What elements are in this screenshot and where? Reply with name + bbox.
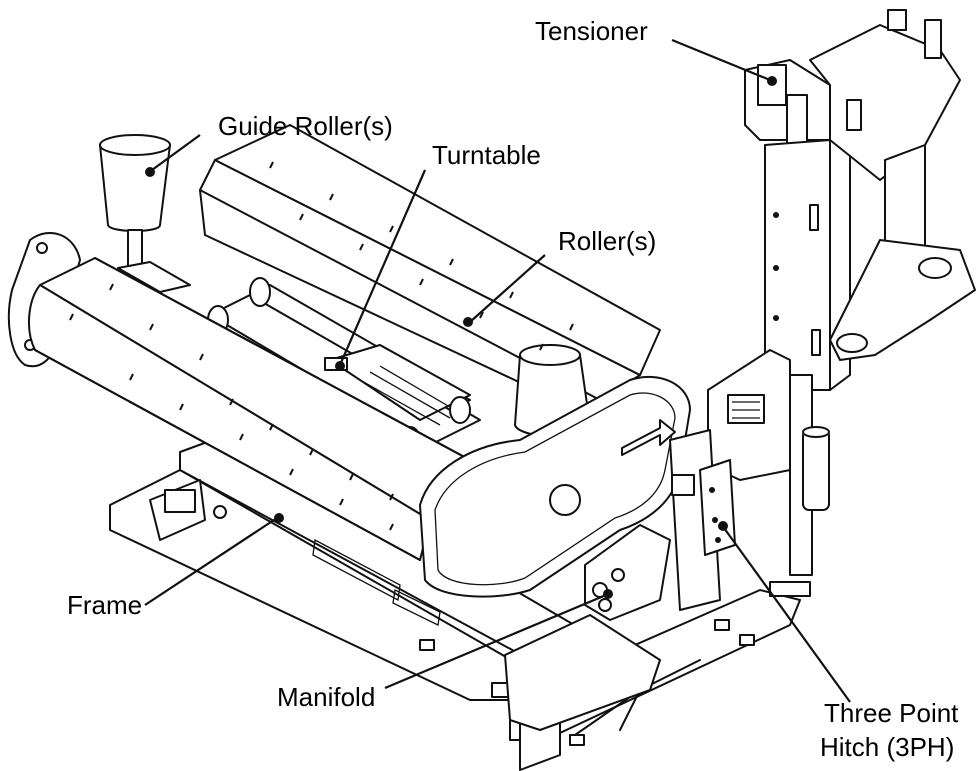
label-tensioner: Tensioner [535, 16, 648, 46]
label-frame: Frame [67, 590, 142, 620]
label-turntable: Turntable [432, 140, 541, 170]
control-box [707, 349, 813, 576]
filter-canister [802, 426, 830, 511]
tensioner-tower [744, 9, 976, 391]
guide-roller-left [99, 134, 191, 293]
side-cover [419, 375, 691, 598]
label-guide-rollers: Guide Roller(s) [218, 111, 393, 141]
rear-roller-assembly [199, 124, 661, 421]
label-three-point-line2: Hitch (3PH) [820, 732, 954, 762]
label-manifold: Manifold [277, 682, 375, 712]
roller-surface-marks [69, 161, 574, 531]
front-roller [28, 257, 471, 561]
leader-lines [144, 38, 851, 703]
frame-base [109, 429, 601, 701]
label-three-point-line1: Three Point [824, 698, 959, 728]
label-rollers: Roller(s) [558, 226, 656, 256]
